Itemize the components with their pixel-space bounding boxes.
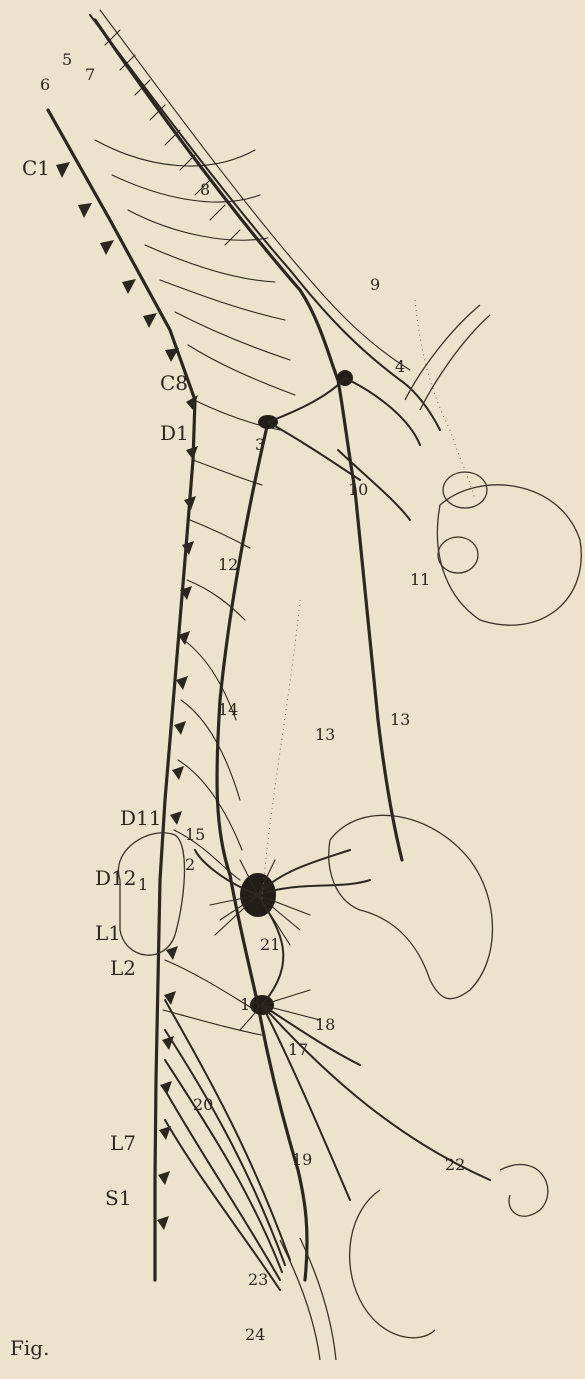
- label-7: 7: [85, 65, 95, 84]
- label-C1: C1: [22, 156, 50, 180]
- label-D11: D11: [120, 806, 161, 830]
- label-12: 12: [218, 555, 238, 574]
- label-10: 10: [348, 480, 368, 499]
- label-C8: C8: [160, 371, 188, 395]
- label-4: 4: [395, 357, 405, 376]
- label-D1: D1: [160, 421, 189, 445]
- label-18: 18: [315, 1015, 335, 1034]
- label-24: 24: [245, 1325, 265, 1344]
- label-6: 6: [40, 75, 50, 94]
- label-D12: D12: [95, 866, 136, 890]
- label-16: 16: [240, 995, 260, 1014]
- label-22: 22: [445, 1155, 465, 1174]
- label-13b: 13: [390, 710, 410, 729]
- label-9: 9: [370, 275, 380, 294]
- label-2: 2: [185, 855, 195, 874]
- label-L2: L2: [110, 956, 136, 980]
- label-8: 8: [200, 180, 210, 199]
- label-15: 15: [185, 825, 205, 844]
- label-1: 1: [138, 875, 148, 894]
- caption-fragment: Fig.: [10, 1336, 49, 1360]
- label-L1: L1: [95, 921, 121, 945]
- label-21: 21: [260, 935, 280, 954]
- label-3: 3: [255, 435, 265, 454]
- label-17: 17: [288, 1040, 308, 1059]
- label-13a: 13: [315, 725, 335, 744]
- label-14: 14: [218, 700, 238, 719]
- label-S1: S1: [105, 1186, 131, 1210]
- label-23: 23: [248, 1270, 268, 1289]
- label-19: 19: [292, 1150, 312, 1169]
- label-20: 20: [193, 1095, 213, 1114]
- label-L7: L7: [110, 1131, 136, 1155]
- label-5: 5: [62, 50, 72, 69]
- label-11: 11: [410, 570, 430, 589]
